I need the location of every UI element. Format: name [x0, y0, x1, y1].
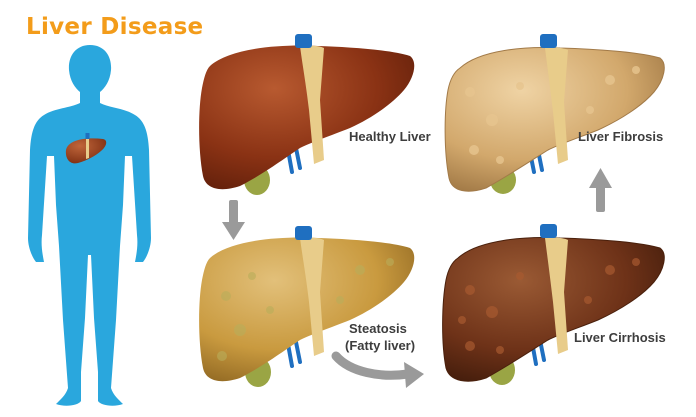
label-steatosis: Steatosis — [349, 321, 407, 336]
label-liver-cirrhosis: Liver Cirrhosis — [574, 330, 666, 345]
page-title: Liver Disease — [26, 14, 204, 40]
label-liver-fibrosis: Liver Fibrosis — [578, 129, 664, 144]
cirrhosis-liver-image — [442, 224, 665, 385]
label-fatty-liver: (Fatty liver) — [345, 338, 416, 353]
fibrosis-liver-image — [444, 34, 665, 194]
arrow-down-icon — [222, 200, 245, 240]
arrow-right-curved-icon — [331, 351, 424, 388]
steatosis-liver-image — [199, 226, 415, 387]
label-healthy-liver: Healthy Liver — [349, 129, 431, 144]
arrow-up-icon — [589, 168, 612, 212]
liver-icon — [65, 133, 107, 164]
healthy-liver-image — [199, 34, 415, 195]
human-silhouette-icon — [28, 45, 151, 406]
